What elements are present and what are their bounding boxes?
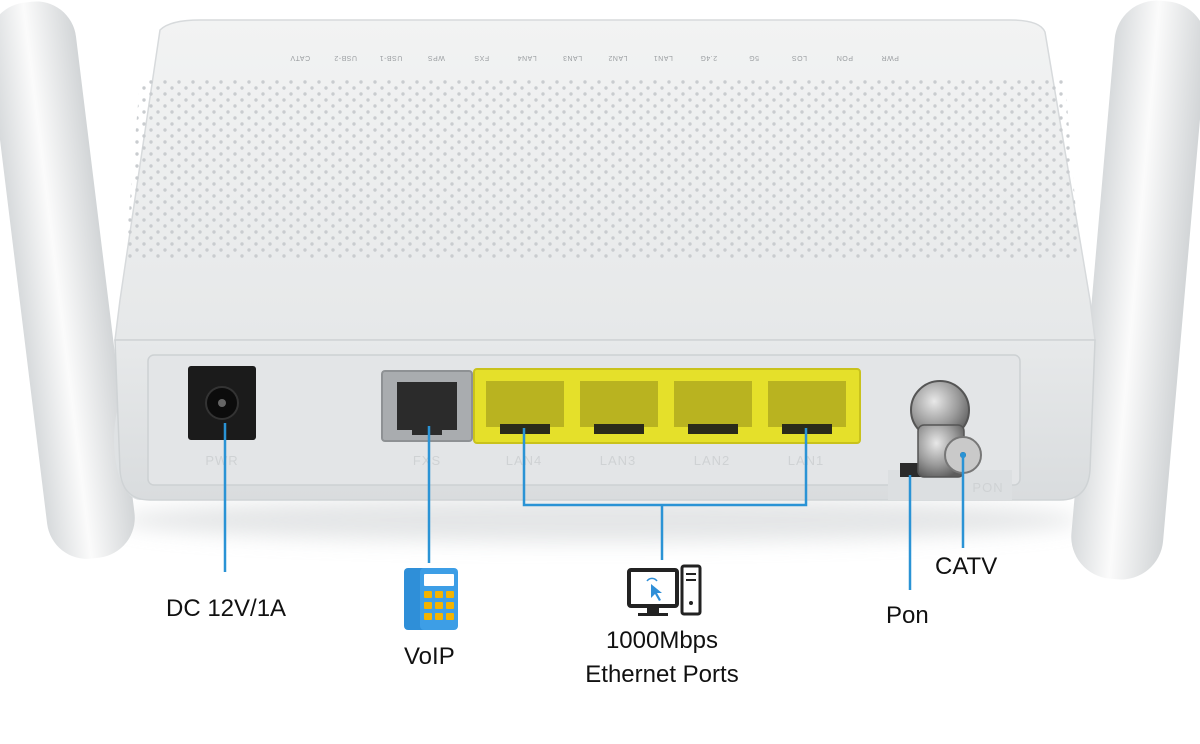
callout-label-catv: CATV bbox=[935, 553, 998, 580]
led-label-3: 5G bbox=[749, 54, 759, 61]
led-label-12: USB-2 bbox=[334, 54, 357, 61]
callout-lines bbox=[223, 423, 965, 590]
fxs-phone-jack bbox=[381, 370, 473, 442]
led-label-6: LAN2 bbox=[608, 54, 628, 61]
port-label-pwr: PWR bbox=[205, 453, 238, 468]
led-label-9: FXS bbox=[474, 54, 489, 61]
callout-label-voip: VoIP bbox=[404, 643, 455, 670]
callout-label-dc: DC 12V/1A bbox=[166, 595, 287, 622]
led-label-5: LAN1 bbox=[653, 54, 673, 61]
callout-label-pon: Pon bbox=[886, 602, 929, 629]
led-label-11: USB-1 bbox=[379, 54, 402, 61]
led-label-0: PWR bbox=[881, 54, 899, 61]
catv-callout-dot bbox=[960, 452, 966, 458]
led-label-13: CATV bbox=[290, 54, 310, 61]
lan2-port bbox=[674, 381, 752, 434]
port-label-lan3: LAN3 bbox=[600, 453, 637, 468]
lan4-port bbox=[486, 381, 564, 434]
desktop-computer-icon bbox=[627, 564, 702, 616]
led-label-1: PON bbox=[836, 54, 853, 61]
port-label-pon: PON bbox=[972, 480, 1003, 495]
led-label-10: WPS bbox=[427, 54, 444, 61]
lan1-port bbox=[768, 381, 846, 434]
led-label-7: LAN3 bbox=[563, 54, 583, 61]
port-label-lan2: LAN2 bbox=[694, 453, 731, 468]
led-label-4: 2.4G bbox=[700, 54, 717, 61]
callout-label-ethernet-line2: Ethernet Ports bbox=[585, 661, 739, 688]
port-label-fxs: FXS bbox=[413, 453, 441, 468]
led-indicator-labels: PWR PON LOS 5G 2.4G LAN1 LAN2 LAN3 LAN4 FXS WPS USB… bbox=[290, 54, 899, 61]
dc-power-jack bbox=[188, 366, 256, 440]
ground-shadow bbox=[120, 498, 1080, 542]
phone-icon bbox=[404, 568, 458, 630]
callout-bracket-lan bbox=[522, 428, 808, 507]
callout-label-ethernet-line1: 1000Mbps bbox=[605, 627, 719, 654]
vent-holes bbox=[125, 80, 1080, 260]
led-label-2: LOS bbox=[791, 54, 807, 61]
lan-ports bbox=[473, 368, 861, 444]
led-label-8: LAN4 bbox=[517, 54, 537, 61]
lan3-port bbox=[580, 381, 658, 434]
